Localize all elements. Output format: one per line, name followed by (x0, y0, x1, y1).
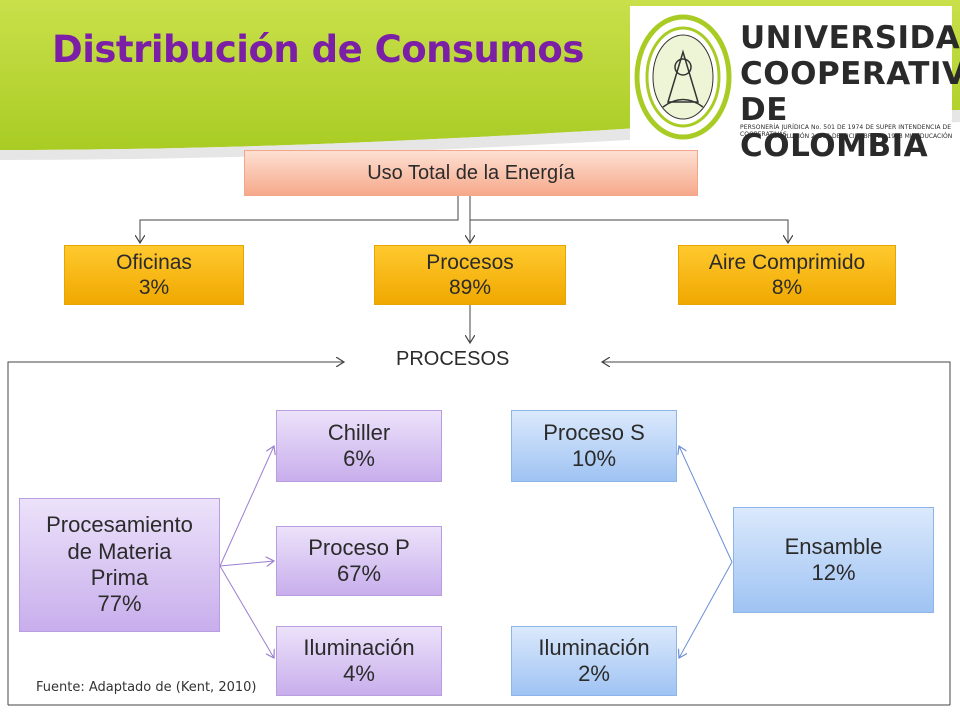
proceso-s-box: Proceso S 10% (511, 410, 677, 482)
proceso-p-box: Proceso P 67% (276, 526, 442, 596)
root-total-energy-box: Uso Total de la Energía (244, 150, 698, 196)
aire-comprimido-label: Aire Comprimido (708, 250, 866, 274)
oficinas-value: 3% (138, 276, 170, 299)
ensamble-value: 12% (811, 560, 856, 585)
oficinas-label: Oficinas (116, 250, 192, 274)
logo-line-3: DE COLOMBIA (740, 92, 929, 164)
proceso-s-value: 10% (571, 446, 617, 471)
ensamble-label: Ensamble (784, 533, 883, 559)
logo-line-2: COOPERATIVA (740, 56, 960, 92)
proceso-s-label: Proceso S (543, 419, 645, 445)
logo-line-1: UNIVERSIDAD (740, 20, 960, 56)
chiller-value: 6% (343, 446, 375, 471)
iluminacion-left-box: Iluminación 4% (276, 626, 442, 696)
proceso-p-label: Proceso P (308, 534, 410, 560)
procesos-value: 89% (448, 276, 492, 299)
procesos-box: Procesos 89% (374, 245, 566, 305)
procesamiento-line-2: de Materia (67, 538, 172, 564)
purple-connectors (219, 446, 274, 658)
procesamiento-value: 77% (97, 591, 142, 617)
blue-connectors (679, 446, 733, 658)
university-seal-icon (634, 14, 732, 140)
logo-fine-print-1: PERSONERÍA JURÍDICA No. 501 DE 1974 DE S… (740, 124, 952, 138)
chiller-label: Chiller (327, 419, 391, 445)
aire-comprimido-value: 8% (771, 276, 803, 299)
page-title: Distribución de Consumos (52, 28, 584, 71)
chiller-box: Chiller 6% (276, 410, 442, 482)
procesamiento-materia-prima-box: Procesamiento de Materia Prima 77% (19, 498, 220, 632)
procesamiento-line-3: Prima (90, 565, 149, 590)
logo-fine-print-2: RESOLUCIÓN 24195 DE DICIEMBRE 20-1983 MI… (770, 133, 953, 140)
procesamiento-line-1: Procesamiento (46, 512, 193, 538)
iluminacion-left-value: 4% (343, 661, 375, 686)
iluminacion-right-box: Iluminación 2% (511, 626, 677, 696)
ensamble-box: Ensamble 12% (733, 507, 934, 613)
root-label: Uso Total de la Energía (367, 162, 575, 184)
source-footnote: Fuente: Adaptado de (Kent, 2010) (36, 680, 257, 695)
aire-comprimido-box: Aire Comprimido 8% (678, 245, 896, 305)
iluminacion-right-value: 2% (578, 661, 610, 686)
iluminacion-left-label: Iluminación (303, 634, 415, 660)
procesos-section-label: PROCESOS (396, 348, 510, 370)
tree-connectors (7, 196, 951, 706)
proceso-p-value: 67% (336, 561, 382, 586)
procesos-label: Procesos (426, 250, 514, 274)
oficinas-box: Oficinas 3% (64, 245, 244, 305)
iluminacion-right-label: Iluminación (538, 634, 650, 660)
